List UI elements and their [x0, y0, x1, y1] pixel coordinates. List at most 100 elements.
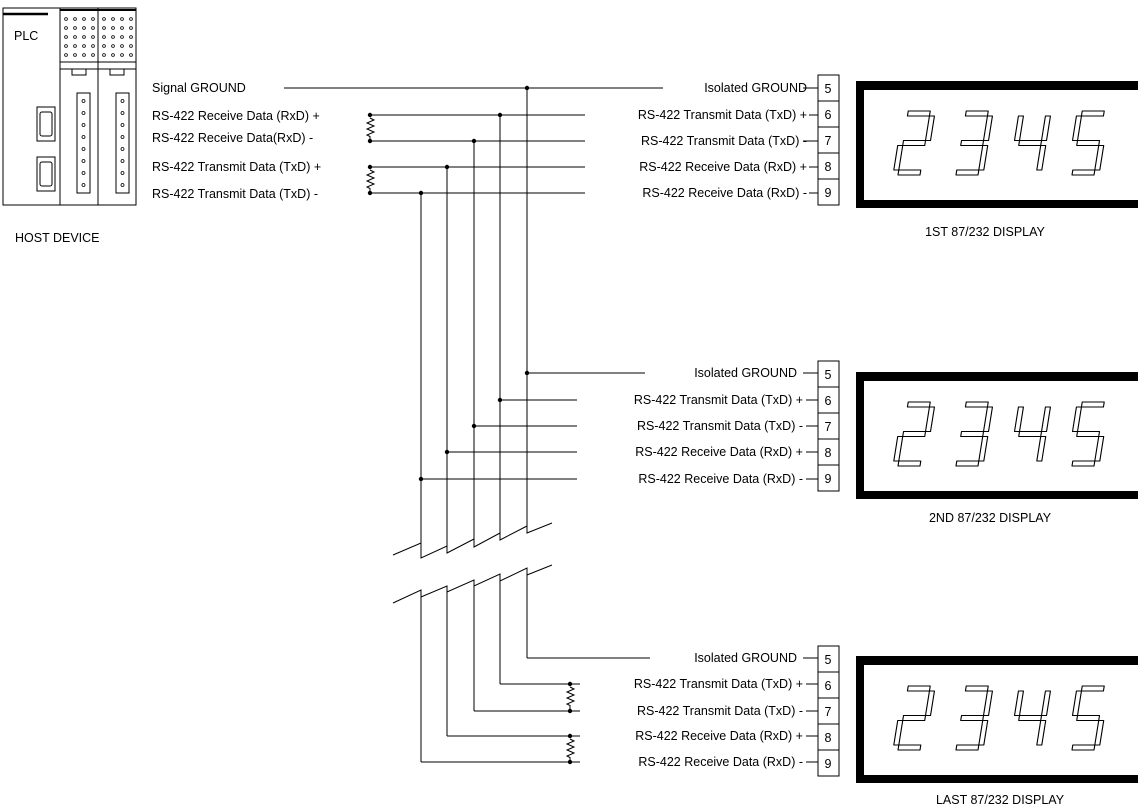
terminal-label: RS-422 Transmit Data (TxD) - — [637, 419, 803, 433]
segment-d — [897, 460, 922, 467]
display-unit-1: Isolated GROUND RS-422 Transmit Data (Tx… — [638, 74, 1138, 239]
host-signal-rxd-minus: RS-422 Receive Data(RxD) - — [152, 131, 313, 145]
terminal-block: 5 6 7 8 9 — [817, 645, 840, 777]
wire-break-mark — [392, 564, 553, 604]
terminal-label: RS-422 Transmit Data (TxD) + — [634, 677, 803, 691]
termination-resistor — [565, 738, 576, 762]
terminal-label: RS-422 Receive Data (RxD) + — [639, 160, 807, 174]
digit-glyph — [1071, 685, 1105, 751]
terminal-number: 9 — [825, 757, 832, 771]
terminal-block: 5 6 7 8 9 — [817, 360, 840, 492]
terminal-number: 6 — [825, 108, 832, 122]
terminal-label: RS-422 Transmit Data (TxD) + — [634, 393, 803, 407]
plc-label: PLC — [14, 29, 38, 43]
segment-d — [955, 169, 980, 176]
display-caption: LAST 87/232 DISPLAY — [936, 793, 1065, 807]
segment-d — [955, 460, 980, 467]
terminal-number: 9 — [825, 186, 832, 200]
segment-b — [982, 406, 993, 433]
segment-g — [902, 430, 927, 438]
serial-port-icon — [36, 156, 56, 192]
segment-b — [1040, 406, 1051, 433]
terminal-number: 7 — [825, 420, 832, 434]
segment-d — [1071, 744, 1096, 751]
segment-c — [1094, 719, 1105, 746]
terminal-label: RS-422 Receive Data (RxD) - — [642, 186, 807, 200]
terminal-strip — [115, 92, 130, 194]
segment-b — [1040, 115, 1051, 142]
plc-host-device: PLC HOST DEVICE — [2, 7, 137, 245]
terminal-label: RS-422 Receive Data (RxD) + — [635, 445, 803, 459]
display-unit-last: Isolated GROUND RS-422 Transmit Data (Tx… — [634, 645, 1138, 807]
terminal-label: RS-422 Transmit Data (TxD) - — [641, 134, 807, 148]
terminal-label: RS-422 Receive Data (RxD) - — [638, 755, 803, 769]
segment-b — [924, 690, 935, 717]
seven-segment-readout — [893, 685, 1105, 751]
terminal-label: Isolated GROUND — [694, 366, 797, 380]
segment-d — [1071, 460, 1096, 467]
host-signal-txd-minus: RS-422 Transmit Data (TxD) - — [152, 187, 318, 201]
display-unit-2: Isolated GROUND RS-422 Transmit Data (Tx… — [634, 360, 1138, 525]
terminal-label: Isolated GROUND — [694, 651, 797, 665]
termination-resistor — [565, 686, 576, 710]
digit-glyph — [893, 401, 935, 467]
segment-d — [897, 169, 922, 176]
termination-resistor — [365, 117, 376, 141]
segment-b — [982, 115, 993, 142]
serial-port-icon — [36, 106, 56, 142]
host-device-caption: HOST DEVICE — [15, 231, 100, 245]
terminal-block: 5 6 7 8 9 — [817, 74, 840, 206]
segment-d — [1071, 169, 1096, 176]
digit-glyph — [955, 110, 993, 176]
terminal-label: RS-422 Transmit Data (TxD) - — [637, 704, 803, 718]
segment-c — [978, 144, 989, 171]
segment-b — [924, 115, 935, 142]
segment-a — [1080, 685, 1105, 692]
terminal-number: 8 — [825, 731, 832, 745]
terminal-number: 5 — [825, 82, 832, 96]
segment-a — [1080, 110, 1105, 117]
segment-b — [924, 406, 935, 433]
bus-wiring — [284, 85, 818, 765]
terminal-number: 9 — [825, 472, 832, 486]
terminal-number: 7 — [825, 134, 832, 148]
segment-a — [1080, 401, 1105, 408]
terminal-label: Isolated GROUND — [704, 81, 807, 95]
segment-g — [902, 714, 927, 722]
segment-b — [1040, 690, 1051, 717]
terminal-strip — [76, 92, 91, 194]
segment-d — [897, 744, 922, 751]
segment-c — [1036, 719, 1047, 746]
host-signal-txd-plus: RS-422 Transmit Data (TxD) + — [152, 160, 321, 174]
wire-break-mark — [392, 522, 553, 559]
segment-c — [978, 719, 989, 746]
digit-glyph — [955, 685, 993, 751]
terminal-number: 8 — [825, 160, 832, 174]
termination-resistor — [365, 169, 376, 193]
display-caption: 2ND 87/232 DISPLAY — [929, 511, 1052, 525]
digit-glyph — [1013, 115, 1051, 171]
plc-chassis — [2, 7, 137, 206]
terminal-number: 7 — [825, 705, 832, 719]
terminal-number: 5 — [825, 368, 832, 382]
segment-g — [902, 139, 927, 147]
digit-glyph — [1013, 690, 1051, 746]
terminal-label: RS-422 Receive Data (RxD) - — [638, 472, 803, 486]
segment-c — [978, 435, 989, 462]
segment-d — [955, 744, 980, 751]
digit-glyph — [955, 401, 993, 467]
digit-glyph — [893, 685, 935, 751]
terminal-number: 6 — [825, 394, 832, 408]
display-caption: 1ST 87/232 DISPLAY — [925, 225, 1045, 239]
terminal-label: RS-422 Receive Data (RxD) + — [635, 729, 803, 743]
seven-segment-readout — [893, 110, 1105, 176]
digit-glyph — [1071, 401, 1105, 467]
module-latch — [109, 68, 125, 76]
host-signal-ground: Signal GROUND — [152, 81, 246, 95]
digit-glyph — [1013, 406, 1051, 462]
segment-c — [1036, 435, 1047, 462]
segment-c — [1094, 144, 1105, 171]
seven-segment-readout — [893, 401, 1105, 467]
segment-c — [1036, 144, 1047, 171]
